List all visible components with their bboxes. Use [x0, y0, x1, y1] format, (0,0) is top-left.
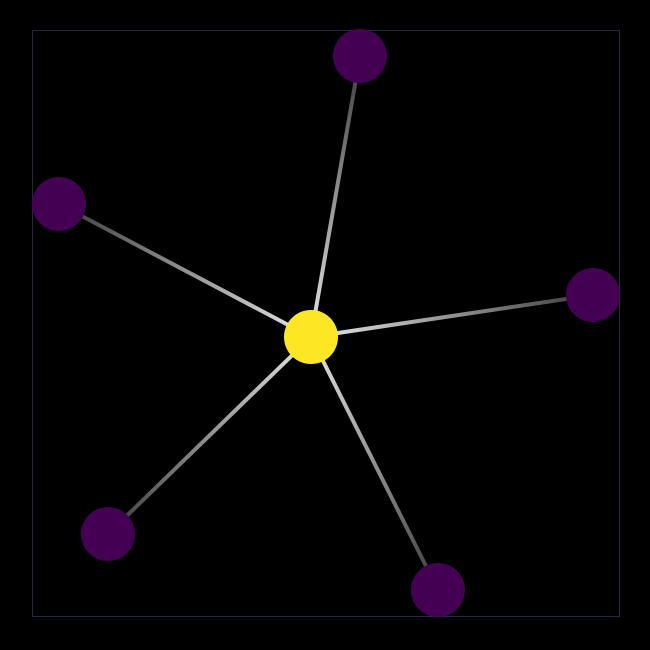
node-leaf-top [333, 29, 387, 83]
edges-layer [57, 54, 595, 592]
node-leaf-bottom-left [81, 507, 135, 561]
edge-center-leaf-bottom-right [309, 335, 440, 592]
nodes-layer [32, 29, 620, 617]
edge-center-leaf-top [309, 54, 362, 339]
node-leaf-right [566, 268, 620, 322]
node-leaf-left [32, 177, 86, 231]
edge-center-leaf-left [57, 202, 313, 339]
node-leaf-bottom-right [411, 563, 465, 617]
plot-frame [32, 30, 620, 617]
node-center [284, 310, 338, 364]
edge-center-leaf-bottom-left [106, 335, 313, 536]
edge-center-leaf-right [309, 293, 595, 339]
